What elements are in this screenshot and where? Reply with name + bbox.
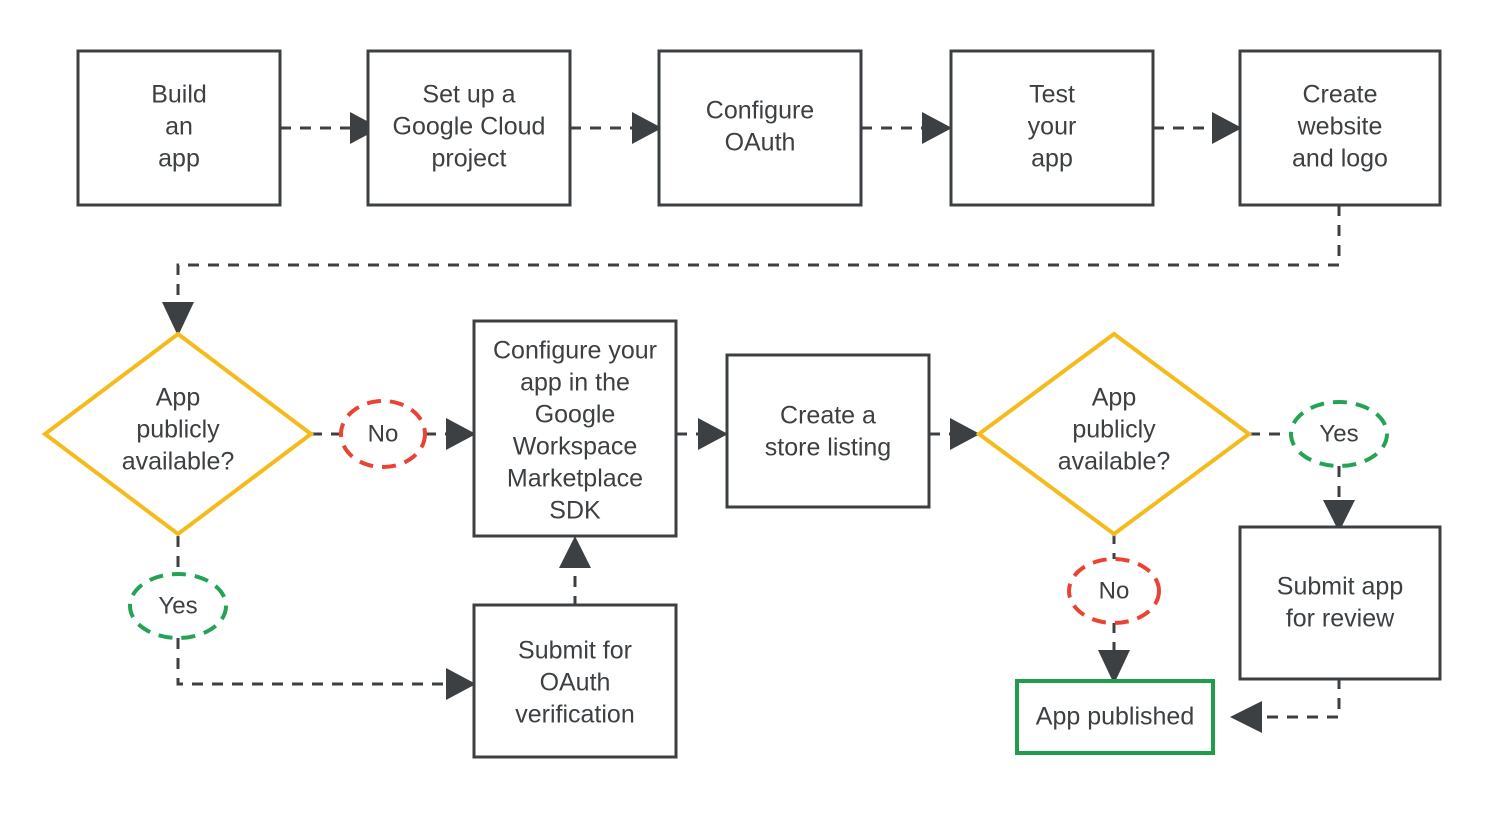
edge-decision-left-no	[311, 418, 476, 450]
node-shape-diamond	[975, 331, 1253, 537]
node-configure-app-sdk[interactable]: Configure your app in the Google Workspa…	[472, 319, 678, 538]
node-text-line: publicly	[136, 416, 220, 444]
node-shape-diamond	[41, 331, 315, 537]
no-ellipse	[339, 399, 427, 469]
node-text-line: available?	[1058, 448, 1171, 476]
edge-oauth-to-test	[861, 112, 952, 144]
edge-test-to-website	[1153, 112, 1242, 144]
node-text-line: Workspace	[513, 433, 638, 461]
yes-ellipse	[1289, 400, 1389, 468]
node-app-publicly-available-right[interactable]: App publicly available?	[975, 331, 1253, 537]
node-text-line: Build	[151, 81, 207, 109]
edge-website-to-decision-left	[162, 205, 1341, 336]
node-shape-rect	[472, 319, 678, 538]
node-text-line: App	[156, 384, 200, 412]
node-text-line: SDK	[549, 497, 601, 525]
node-text-line: app in the	[520, 369, 630, 397]
node-text-line: Marketplace	[507, 465, 643, 493]
node-text-line: OAuth	[725, 129, 796, 157]
node-create-website-logo[interactable]: Create website and logo	[1238, 49, 1442, 207]
edge-label-right-no: No	[1067, 557, 1161, 625]
node-submit-app-for-review[interactable]: Submit app for review	[1238, 525, 1442, 681]
node-shape-rect	[725, 353, 931, 509]
node-text-line: for review	[1286, 605, 1395, 633]
node-app-publicly-available-left[interactable]: App publicly available?	[41, 331, 315, 537]
edge-label-text: Yes	[158, 592, 197, 619]
node-shape-rect	[366, 49, 572, 207]
node-text-line: verification	[515, 701, 635, 729]
node-shape-rect	[1015, 679, 1215, 755]
node-text-line: Configure your	[493, 337, 657, 365]
edge-listing-to-decision-right	[929, 418, 980, 450]
edge-label-right-yes: Yes	[1289, 400, 1389, 468]
node-text-line: Create a	[780, 402, 876, 430]
edge-decision-right-no	[1098, 533, 1130, 684]
edge-sdk-to-listing	[676, 418, 728, 450]
edge-setup-to-oauth	[570, 112, 662, 144]
node-text-line: and logo	[1292, 145, 1388, 173]
edge-build-to-setup	[280, 112, 380, 144]
node-shape-rect	[1238, 49, 1442, 207]
node-shape-rect	[1238, 525, 1442, 681]
node-text-line: App published	[1036, 703, 1194, 731]
edge-label-left-no: No	[339, 399, 427, 469]
node-text-line: app	[1031, 145, 1073, 173]
node-text-line: app	[158, 145, 200, 173]
edge-review-to-published	[1230, 678, 1341, 733]
node-submit-oauth-verification[interactable]: Submit for OAuth verification	[472, 603, 678, 759]
edge-label-text: No	[368, 420, 399, 447]
node-text-line: available?	[122, 448, 235, 476]
node-set-up-gcp-project[interactable]: Set up a Google Cloud project	[366, 49, 572, 207]
edge-decision-right-yes	[1249, 432, 1355, 532]
node-text-line: publicly	[1072, 416, 1156, 444]
node-test-your-app[interactable]: Test your app	[949, 49, 1155, 207]
node-text-line: project	[431, 145, 506, 173]
edge-label-text: Yes	[1319, 420, 1358, 447]
edge-decision-left-yes	[176, 536, 476, 700]
node-text-line: OAuth	[540, 669, 611, 697]
no-ellipse	[1067, 557, 1161, 625]
node-text-line: Submit for	[518, 637, 632, 665]
node-text-line: store listing	[765, 434, 891, 462]
node-configure-oauth[interactable]: Configure OAuth	[657, 49, 863, 207]
node-shape-rect	[949, 49, 1155, 207]
node-text-line: Google Cloud	[393, 113, 546, 141]
node-text-line: Google	[535, 401, 616, 429]
node-shape-rect	[472, 603, 678, 759]
node-text-line: Submit app	[1277, 573, 1403, 601]
edge-oauthverify-to-sdk	[559, 536, 591, 607]
node-text-line: Create	[1302, 81, 1377, 109]
node-build-an-app[interactable]: Build an app	[76, 49, 282, 207]
node-text-line: Configure	[706, 97, 814, 125]
node-text-line: website	[1297, 113, 1383, 141]
node-text-line: an	[165, 113, 193, 141]
node-shape-rect	[657, 49, 863, 207]
yes-ellipse	[128, 572, 228, 640]
node-text-line: your	[1028, 113, 1077, 141]
edge-label-left-yes: Yes	[128, 572, 228, 640]
node-create-store-listing[interactable]: Create a store listing	[725, 353, 931, 509]
edge-label-text: No	[1099, 577, 1130, 604]
connectors-layer	[162, 112, 1355, 733]
node-app-published[interactable]: App published	[1015, 679, 1215, 755]
node-text-line: App	[1092, 384, 1136, 412]
node-text-line: Test	[1029, 81, 1075, 109]
node-text-line: Set up a	[422, 81, 515, 109]
node-shape-rect	[76, 49, 282, 207]
